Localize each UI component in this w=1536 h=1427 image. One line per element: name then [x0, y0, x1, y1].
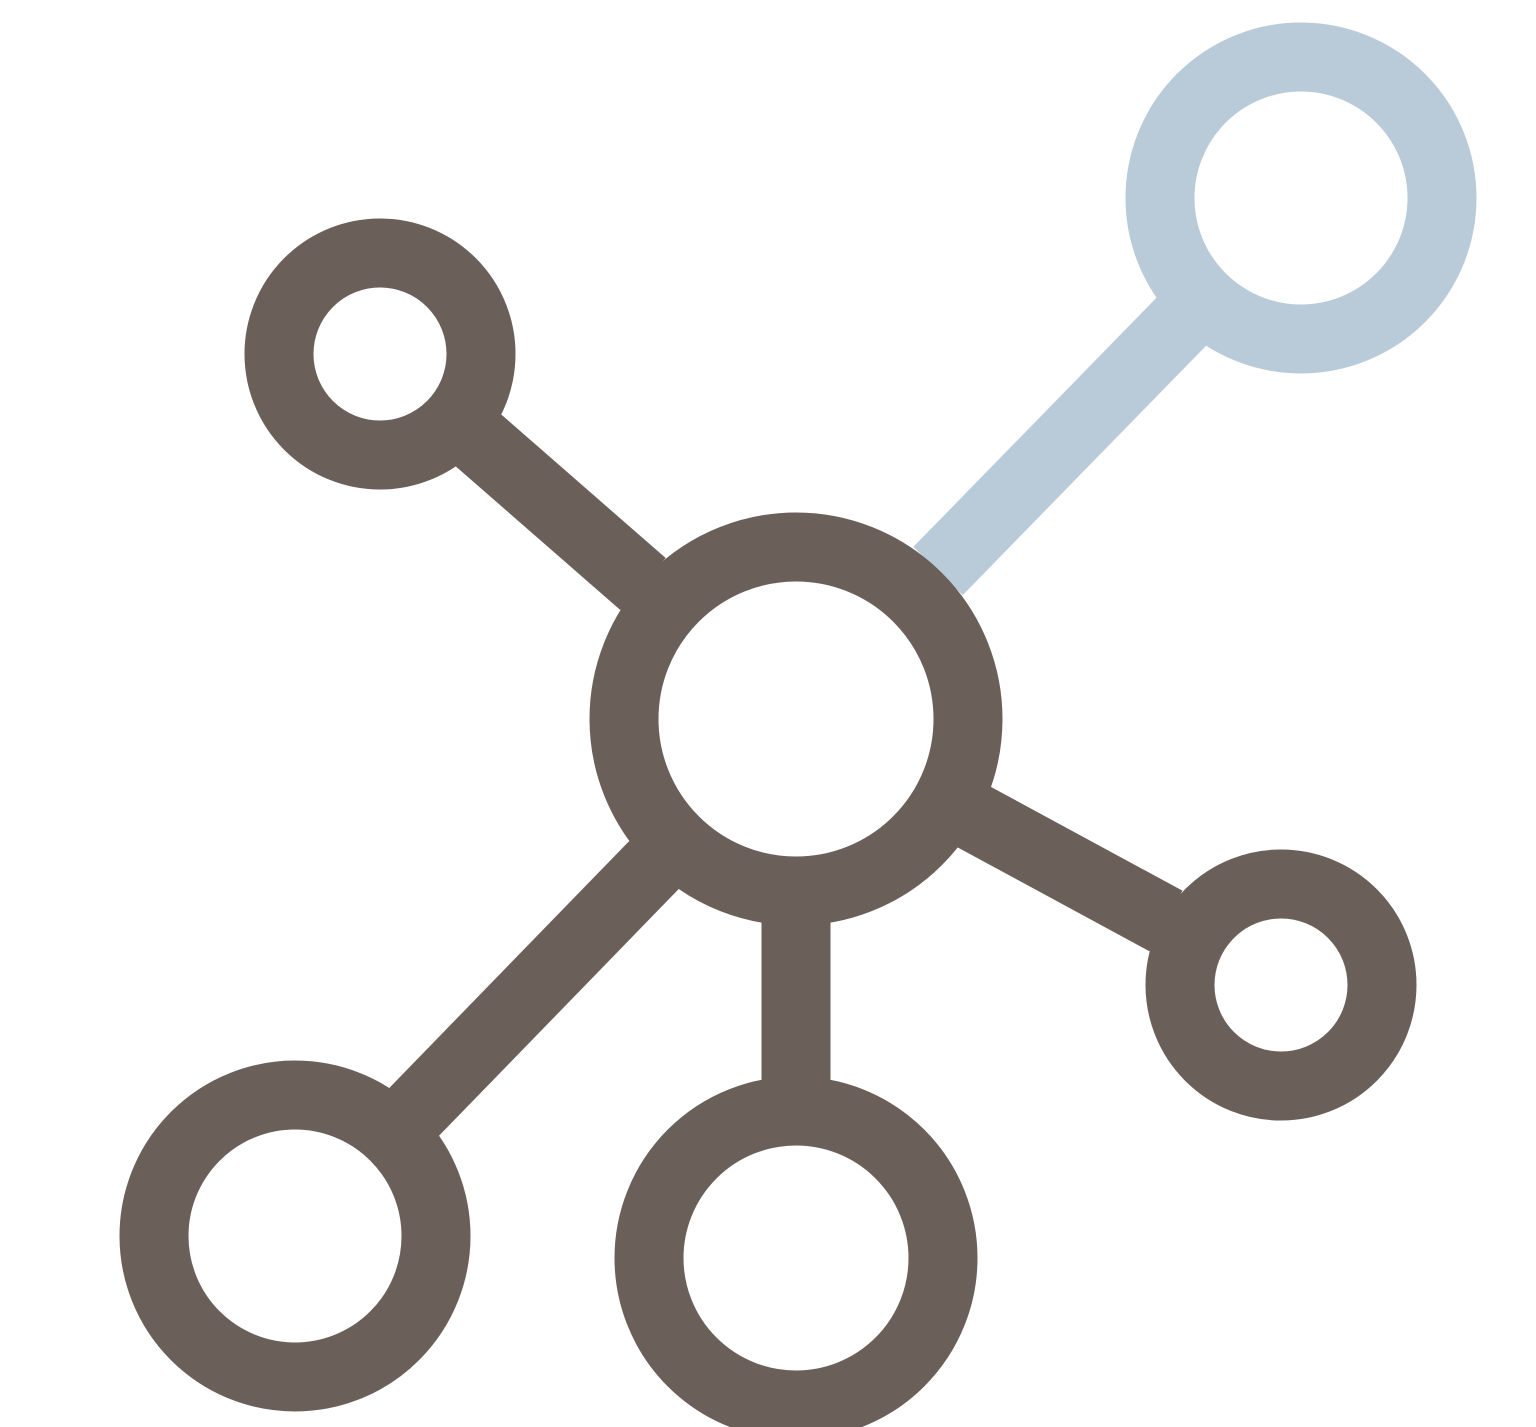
edge-hub-right — [957, 786, 1183, 952]
node-hub — [589, 512, 1003, 926]
node-right — [1145, 849, 1417, 1121]
nodes-layer — [119, 22, 1477, 1427]
edge-hub-top-left — [455, 414, 666, 610]
node-bottom-center — [614, 1076, 978, 1427]
node-top-right — [1125, 22, 1477, 374]
edge-hub-bottom-left — [389, 840, 679, 1137]
node-top-left — [244, 218, 516, 490]
node-bottom-left — [119, 1060, 471, 1412]
edge-hub-top-right — [913, 296, 1207, 596]
